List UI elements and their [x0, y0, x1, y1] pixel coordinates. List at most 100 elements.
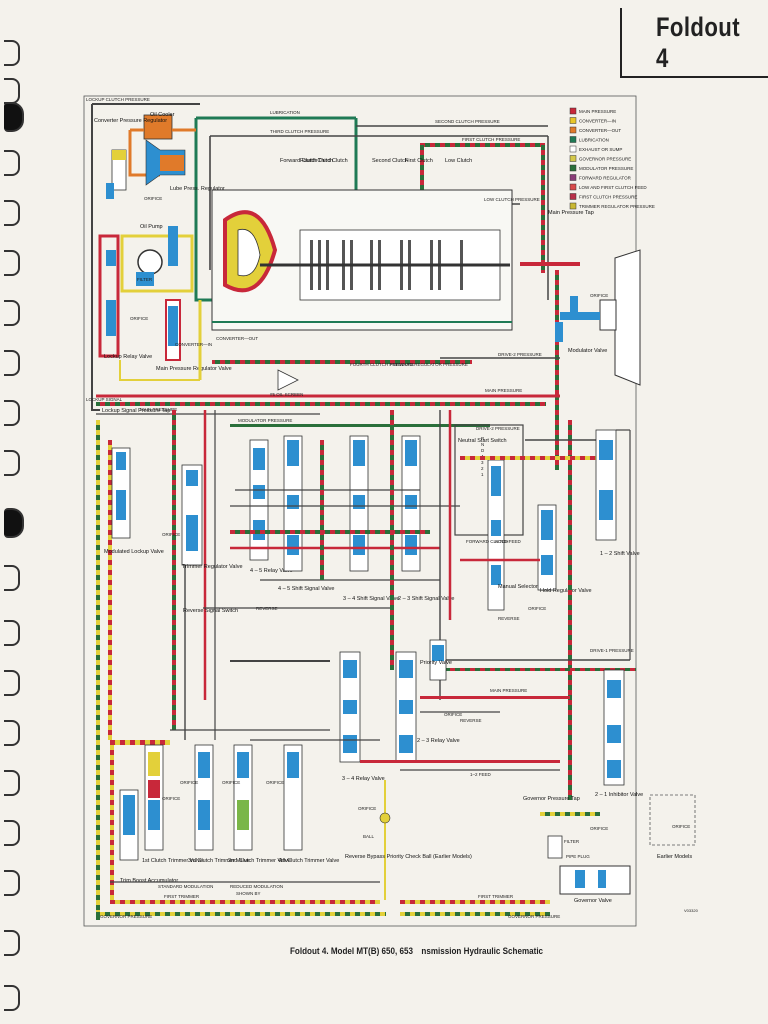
binder-hole: [4, 985, 20, 1011]
binder-hole: [4, 720, 20, 746]
binder-hole: [4, 250, 20, 276]
svg-text:MAIN PRESSURE: MAIN PRESSURE: [490, 688, 527, 693]
legend-label: EXHAUST OR SUMP: [579, 147, 622, 152]
svg-text:DRIVE-1 PRESSURE: DRIVE-1 PRESSURE: [590, 648, 634, 653]
svg-text:Lube Press. Regulator: Lube Press. Regulator: [170, 186, 225, 192]
svg-text:PIPE PLUG: PIPE PLUG: [566, 854, 590, 859]
binder-hole: [4, 200, 20, 226]
binder-hole: [4, 870, 20, 896]
svg-text:FORWARD CLUTCH: FORWARD CLUTCH: [466, 539, 509, 544]
svg-text:FOURTH CLUTCH PRESSURE: FOURTH CLUTCH PRESSURE: [350, 362, 414, 367]
switch-position-label: D: [481, 448, 485, 453]
svg-text:3rd Clutch Trimmer Valve: 3rd Clutch Trimmer Valve: [188, 858, 250, 864]
svg-text:GOVERNOR PRESSURE: GOVERNOR PRESSURE: [100, 914, 152, 919]
svg-text:Reverse Bypass Priority Check: Reverse Bypass Priority Check Ball (Earl…: [345, 854, 472, 860]
svg-text:SHOWN BY: SHOWN BY: [236, 891, 261, 896]
svg-text:Modulator Valve: Modulator Valve: [568, 348, 607, 354]
valve-row-upper: Modulated Lockup Valve Trimmer Regulator…: [104, 410, 460, 700]
svg-text:Trimmer Regulator Valve: Trimmer Regulator Valve: [182, 564, 243, 570]
svg-text:Lockup Relay Valve: Lockup Relay Valve: [104, 354, 152, 360]
foldout-header-box: [620, 8, 768, 78]
svg-text:FILTER: FILTER: [137, 277, 153, 282]
shift-valve-1-2: 1 – 2 Shift Valve: [595, 429, 640, 660]
svg-text:4 – 5 Shift Signal Valve: 4 – 5 Shift Signal Valve: [278, 586, 334, 592]
svg-text:DRIVE-2 PRESSURE: DRIVE-2 PRESSURE: [476, 426, 520, 431]
svg-text:Modulated Lockup Valve: Modulated Lockup Valve: [104, 549, 164, 555]
modulator-area: Main Pressure Tap Modulator Valve ORIFIC…: [548, 210, 641, 386]
legend-label: FORWARD REGULATOR: [579, 176, 632, 181]
svg-text:Forward Clutch: Forward Clutch: [280, 158, 317, 164]
svg-text:FILTER: FILTER: [564, 839, 580, 844]
legend-label: LOW AND FIRST CLUTCH FEED: [579, 185, 647, 190]
binder-hole: [4, 670, 20, 696]
svg-text:Reverse Signal Switch: Reverse Signal Switch: [183, 608, 238, 614]
svg-text:2 – 3 Shift Signal Valve: 2 – 3 Shift Signal Valve: [398, 596, 454, 602]
binder-hole: [4, 565, 20, 591]
svg-text:First Clutch: First Clutch: [405, 158, 433, 164]
binder-hole: [4, 102, 24, 132]
svg-text:MODULATOR PRESSURE: MODULATOR PRESSURE: [238, 418, 292, 423]
governor-area: Governor Pressure Tap FILTER PIPE PLUG G…: [523, 794, 696, 904]
svg-text:ORIFICE: ORIFICE: [528, 606, 546, 611]
svg-text:Manual Selector Valve: Manual Selector Valve: [498, 584, 553, 590]
svg-text:Neutral Start Switch: Neutral Start Switch: [458, 438, 507, 444]
svg-text:REVERSE: REVERSE: [256, 606, 278, 611]
pump-area: Oil Cooler Converter Pressure Regulator …: [94, 112, 232, 381]
legend-label: MODULATOR PRESSURE: [579, 166, 633, 171]
foldout-title: Foldout 4: [656, 12, 741, 73]
binder-hole: [4, 930, 20, 956]
svg-text:3 – 4 Relay Valve: 3 – 4 Relay Valve: [342, 776, 385, 782]
binder-hole: [4, 400, 20, 426]
svg-text:2nd Clutch Trimmer Valve: 2nd Clutch Trimmer Valve: [228, 858, 291, 864]
binder-hole: [4, 820, 20, 846]
svg-text:STANDARD MODULATION: STANDARD MODULATION: [158, 884, 213, 889]
svg-text:Fourth Clutch: Fourth Clutch: [300, 158, 333, 164]
legend-label: MAIN PRESSURE: [579, 109, 616, 114]
legend-swatch: [569, 202, 577, 210]
svg-text:GOVERNOR PRESSURE: GOVERNOR PRESSURE: [508, 914, 560, 919]
selector-area: DRIVE-2 PRESSURE Neutral Start Switch RN…: [454, 420, 610, 800]
svg-text:Governor Pressure Tap: Governor Pressure Tap: [523, 796, 580, 802]
legend-swatch: [569, 145, 577, 153]
pressure-legend: MAIN PRESSURECONVERTER—INCONVERTER—OUTLU…: [569, 107, 655, 210]
switch-position-label: N: [481, 442, 484, 447]
legend-swatch: [569, 164, 577, 172]
svg-text:FIRST CLUTCH PRESSURE: FIRST CLUTCH PRESSURE: [462, 137, 520, 142]
svg-text:ORIFICE: ORIFICE: [222, 780, 240, 785]
oil-pump: [137, 249, 163, 275]
oil-cooler: [143, 114, 173, 140]
schematic-frame: [83, 95, 637, 927]
svg-text:Converter Pressure Regulator: Converter Pressure Regulator: [94, 118, 167, 124]
legend-label: FIRST CLUTCH PRESSURE: [579, 195, 637, 200]
legend-label: CONVERTER—IN: [579, 119, 616, 124]
svg-text:HOLD FEED: HOLD FEED: [495, 539, 522, 544]
binder-holes: [0, 0, 26, 1024]
svg-text:Governor Valve: Governor Valve: [574, 898, 612, 904]
legend-label: TRIMMER REGULATOR PRESSURE: [579, 204, 655, 209]
svg-text:Priority Valve: Priority Valve: [420, 660, 452, 666]
svg-text:MAIN PRESSURE: MAIN PRESSURE: [140, 407, 177, 412]
legend-swatch: [569, 183, 577, 191]
svg-text:ORIFICE: ORIFICE: [130, 316, 148, 321]
svg-text:1–2 FEED: 1–2 FEED: [470, 772, 492, 777]
switch-position-label: 3: [481, 460, 484, 465]
binder-hole: [4, 350, 20, 376]
binder-hole: [4, 770, 20, 796]
svg-text:FORWARD REGULATOR PRESSURE: FORWARD REGULATOR PRESSURE: [390, 362, 468, 367]
transmission-cutaway: Forward Clutch Fourth Clutch Third Clutc…: [211, 158, 513, 331]
caption-part-2: nsmission Hydraulic Schematic: [421, 946, 544, 957]
svg-text:LUBRICATION: LUBRICATION: [270, 110, 300, 115]
svg-text:LOCKUP SIGNAL: LOCKUP SIGNAL: [86, 397, 123, 402]
svg-text:4 – 5 Relay Valve: 4 – 5 Relay Valve: [250, 568, 293, 574]
svg-text:Oil Pump: Oil Pump: [140, 224, 163, 230]
svg-text:ORIFICE: ORIFICE: [590, 293, 608, 298]
binder-hole: [4, 620, 20, 646]
svg-text:SECOND CLUTCH PRESSURE: SECOND CLUTCH PRESSURE: [435, 119, 500, 124]
svg-text:2 – 3 Relay Valve: 2 – 3 Relay Valve: [417, 738, 460, 744]
svg-text:Main Pressure Regulator Valve: Main Pressure Regulator Valve: [156, 366, 232, 372]
svg-text:ORIFICE: ORIFICE: [590, 826, 608, 831]
svg-text:Oil Cooler: Oil Cooler: [150, 112, 175, 118]
